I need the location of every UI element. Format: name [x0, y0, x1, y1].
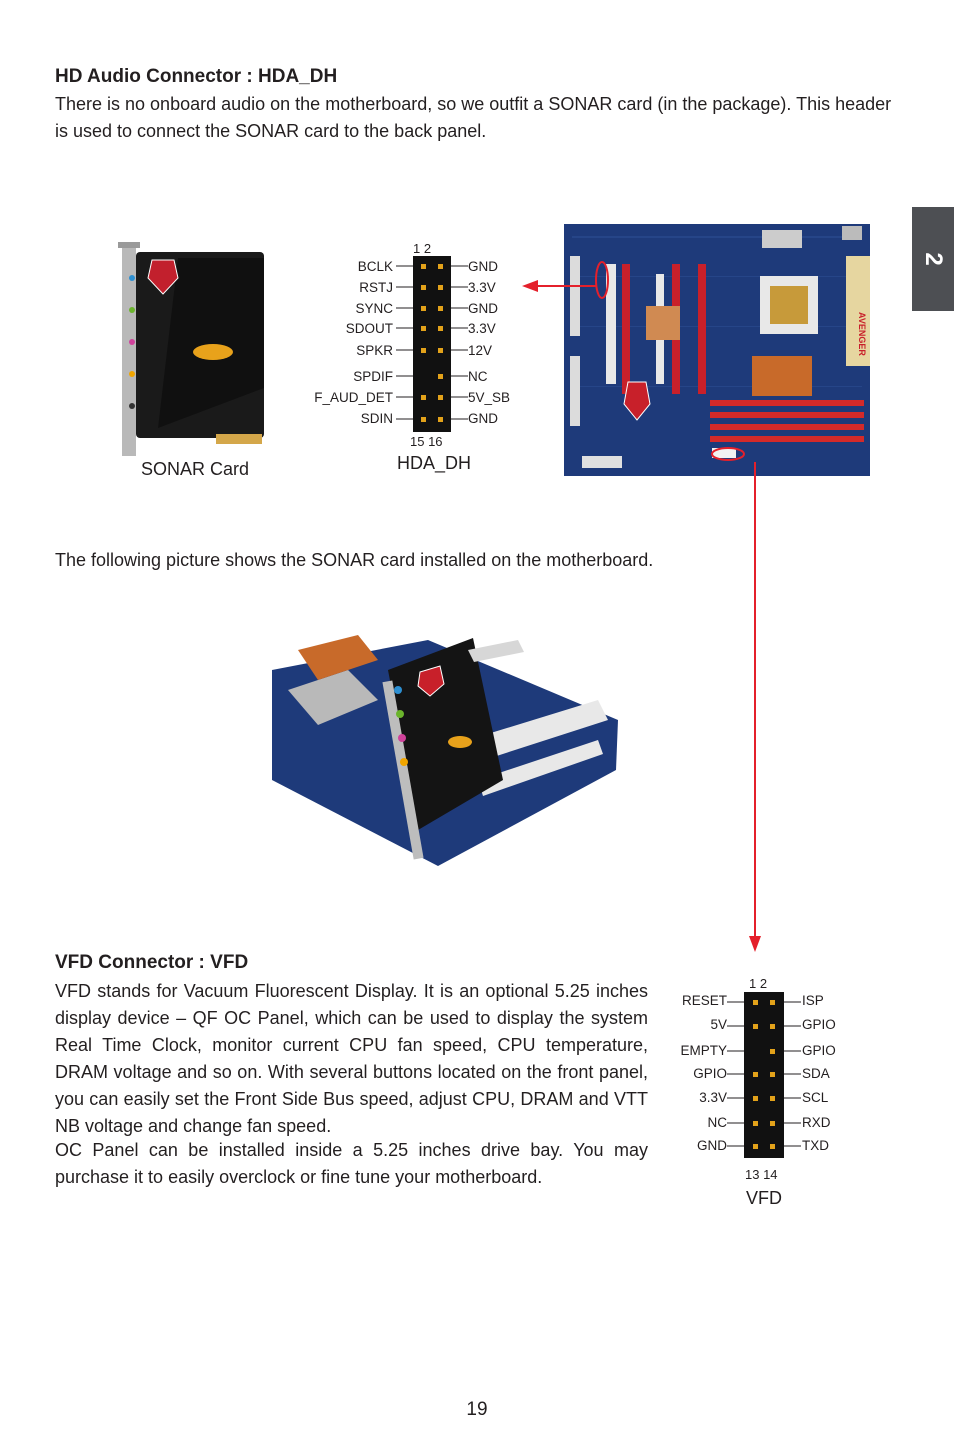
vfd-right-pin-7: TXD: [802, 1138, 829, 1153]
vfd-right-pin-1: ISP: [802, 993, 824, 1008]
sonar-caption: SONAR Card: [141, 459, 250, 479]
hda-right-pin-2: 3.3V: [468, 280, 496, 295]
hda-right-pin-7: 5V_SB: [468, 390, 511, 405]
vfd-right-pin-5: SCL: [802, 1090, 829, 1105]
hda-left-pin-7: F_AUD_DET: [314, 390, 393, 405]
chapter-number: 2: [920, 252, 947, 266]
hda-left-pin-3: SYNC: [355, 301, 393, 316]
hda-right-pin-3: GND: [468, 301, 498, 316]
sonar-card-image: [118, 242, 264, 456]
install-text: The following picture shows the SONAR ca…: [55, 550, 654, 570]
hda-left-pin-6: SPDIF: [353, 369, 393, 384]
vfd-header-diagram: [727, 992, 801, 1158]
installed-photo: [272, 635, 618, 866]
hda-pin-top: 1 2: [413, 241, 432, 256]
chapter-tab: 2: [912, 207, 954, 311]
vfd-left-pin-6: NC: [707, 1115, 728, 1130]
hda-right-pin-5: 12V: [468, 343, 493, 358]
hda-pin-bottom: 15 16: [410, 434, 443, 449]
vfd-left-pin-4: GPIO: [693, 1066, 727, 1081]
hda-caption: HDA_DH: [397, 453, 472, 473]
vfd-left-pin-1: RESET: [681, 993, 727, 1008]
hda-header-diagram: [396, 256, 468, 432]
hda-left-pin-5: SPKR: [356, 343, 393, 358]
vfd-right-pin-2: GPIO: [802, 1017, 836, 1032]
hda-left-pin-8: SDIN: [360, 411, 393, 426]
vfd-pin-bottom: 13 14: [745, 1167, 778, 1182]
vfd-caption: VFD: [746, 1188, 782, 1208]
page-number: 19: [466, 1399, 488, 1420]
vfd-left-pin-5: 3.3V: [699, 1090, 727, 1105]
vfd-pin-top: 1 2: [749, 976, 768, 991]
vfd-paragraph-2: OC Panel can be installed inside a 5.25 …: [55, 1140, 648, 1187]
vfd-heading: VFD Connector : VFD: [55, 952, 249, 973]
vfd-left-pin-2: 5V: [710, 1017, 727, 1032]
board-logo-text: AVENGER: [857, 312, 867, 356]
hda-heading: HD Audio Connector : HDA_DH: [55, 66, 338, 87]
hda-right-pin-6: NC: [468, 369, 488, 384]
vfd-paragraph-1: VFD stands for Vacuum Fluorescent Displa…: [55, 981, 648, 1136]
vfd-right-pin-4: SDA: [802, 1066, 830, 1081]
hda-left-pin-1: BCLK: [357, 259, 393, 274]
hda-right-pin-8: GND: [468, 411, 498, 426]
motherboard-image: AVENGER: [564, 224, 870, 476]
hda-left-pin-2: RSTJ: [359, 280, 393, 295]
hda-right-pin-1: GND: [468, 259, 498, 274]
hda-left-pin-4: SDOUT: [345, 321, 393, 336]
vfd-right-pin-3: GPIO: [802, 1043, 836, 1058]
hda-right-pin-4: 3.3V: [468, 321, 496, 336]
hda-paragraph: There is no onboard audio on the motherb…: [55, 94, 892, 141]
vfd-right-pin-6: RXD: [802, 1115, 831, 1130]
vfd-left-pin-3: EMPTY: [680, 1043, 727, 1058]
vfd-left-pin-7: GND: [697, 1138, 727, 1153]
